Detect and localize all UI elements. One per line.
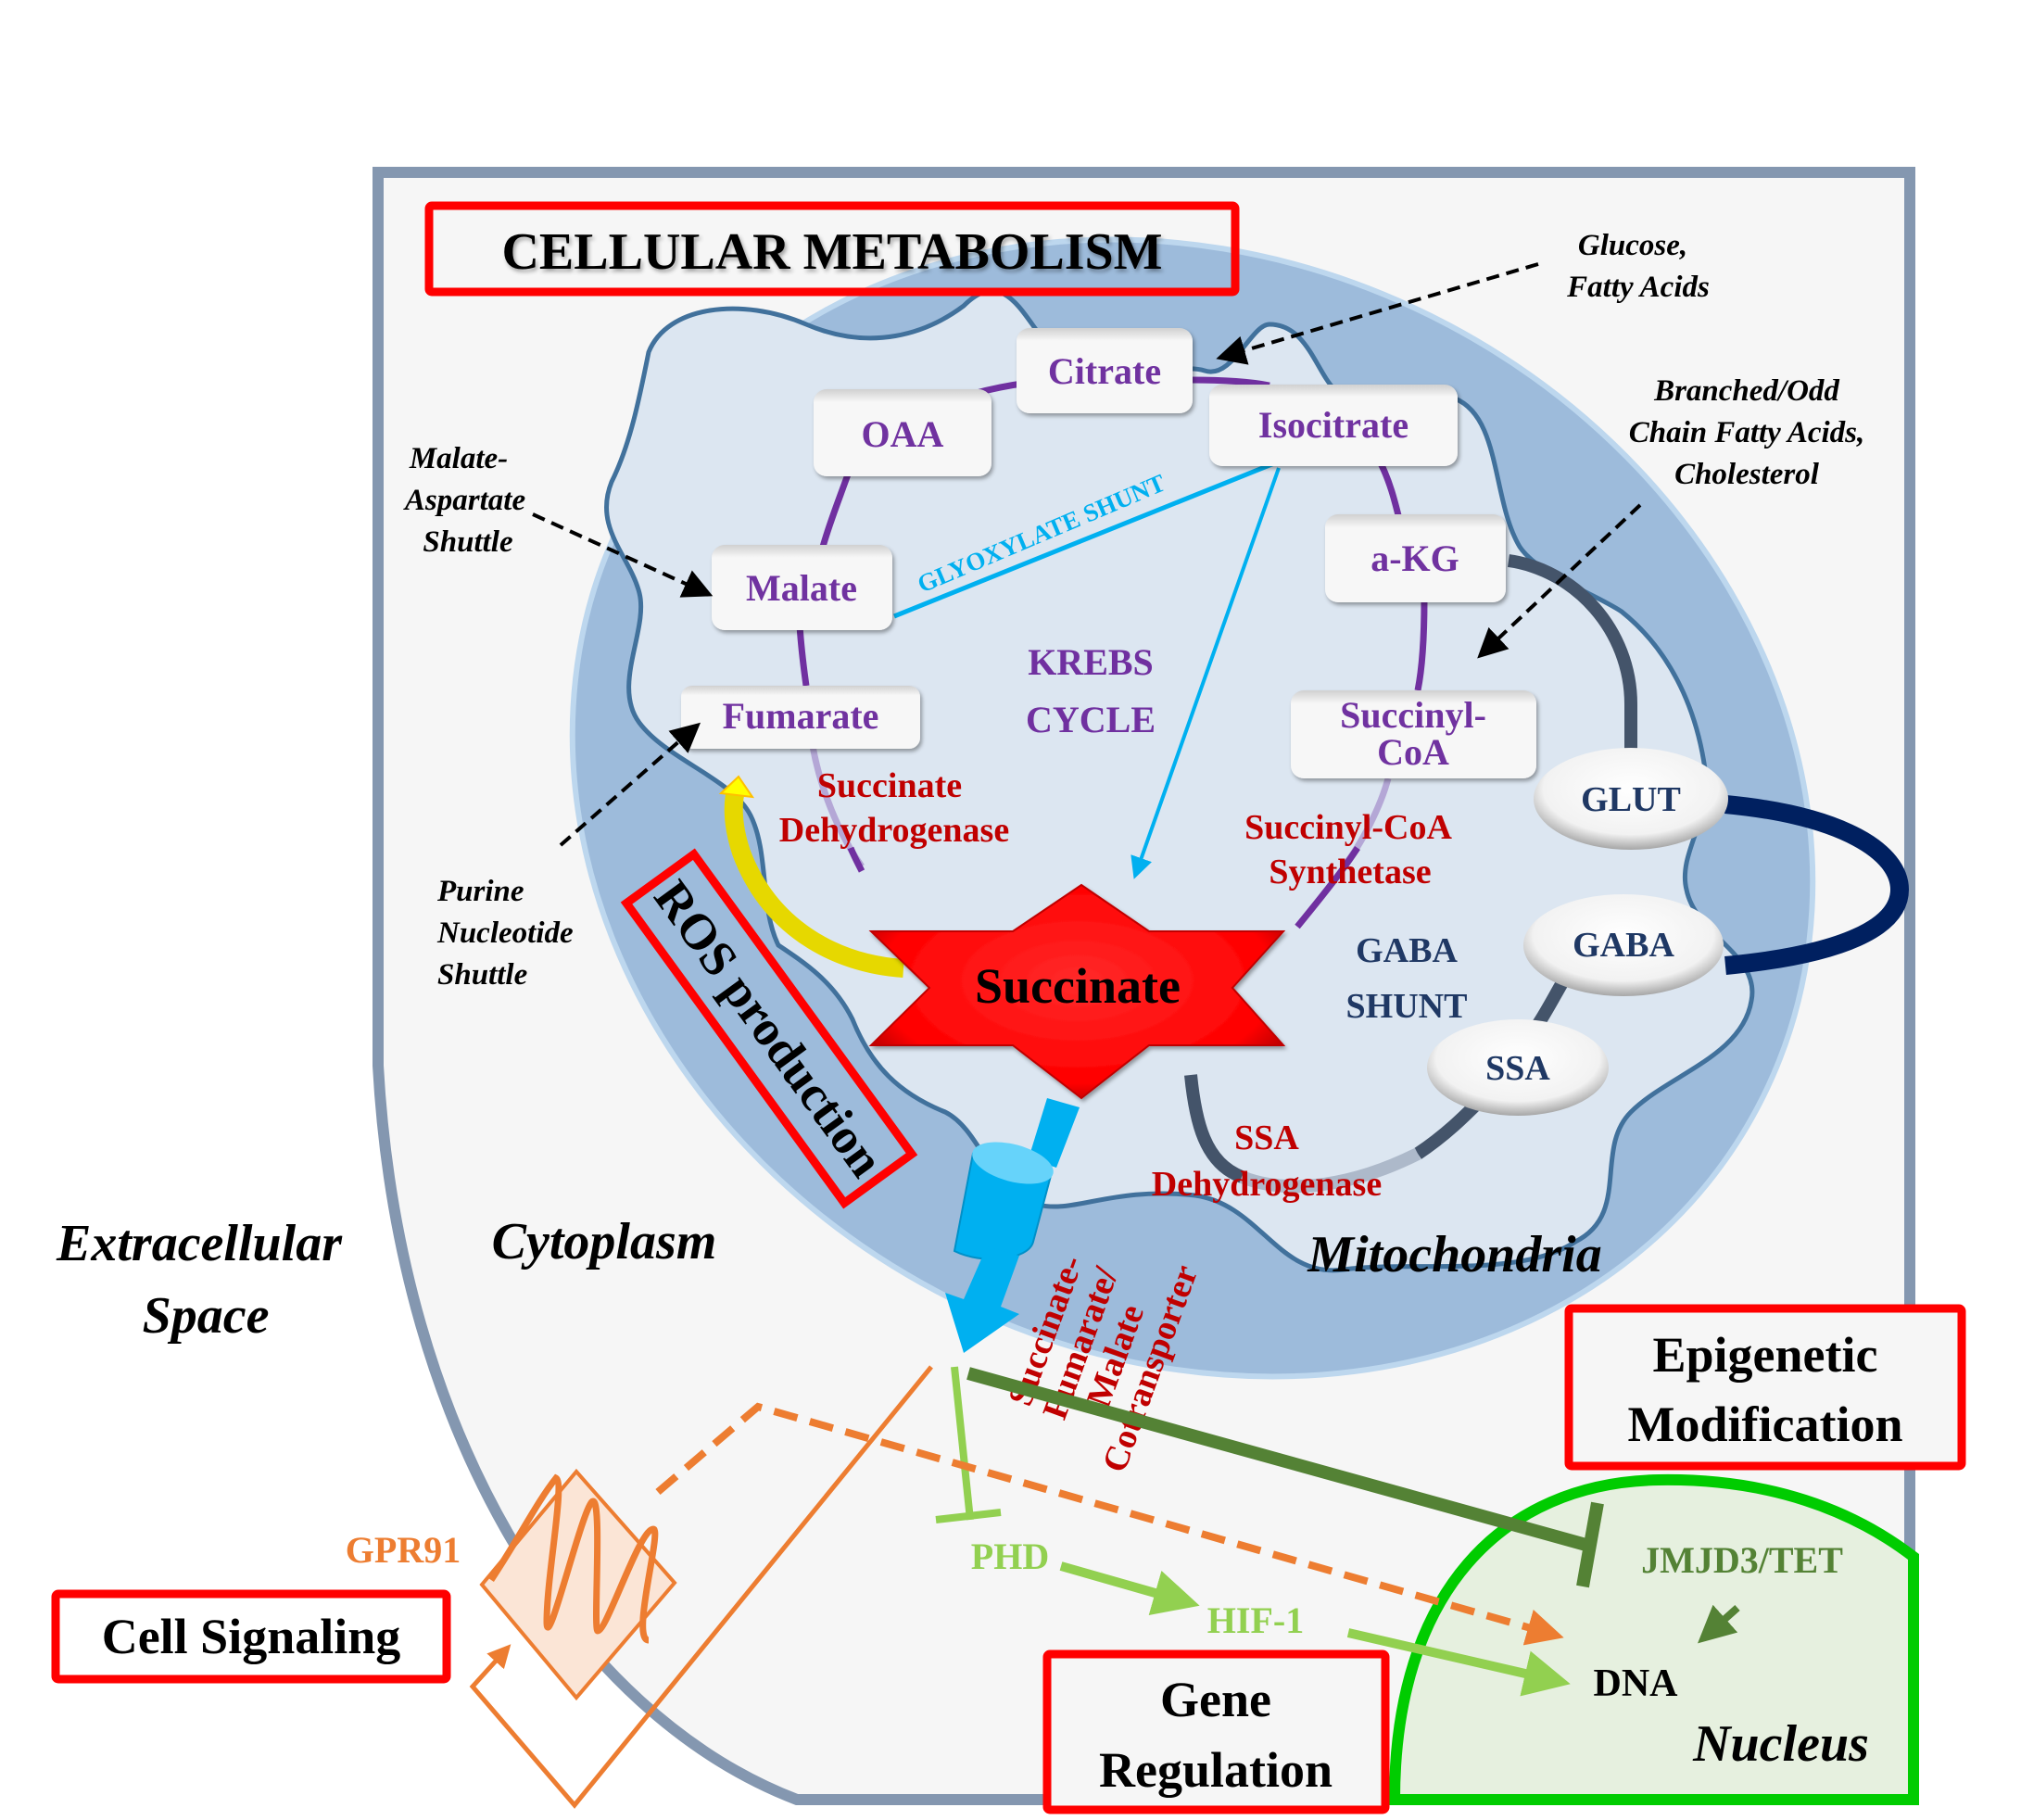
akg-label: a-KG [1370, 537, 1459, 579]
fumarate-label: Fumarate [723, 695, 879, 737]
malate-label: Malate [746, 567, 857, 609]
jmjd3-inhibit-bar [1576, 1501, 1604, 1588]
glyoxylate-shunt-line [893, 461, 1275, 619]
epigenetic-modification-box: Epigenetic Modification [1564, 1304, 1966, 1471]
sdh-label-1: Succinate [817, 766, 962, 805]
cytoplasm-label: Cytoplasm [492, 1213, 717, 1270]
phd-inhibit-bar [935, 1509, 1002, 1523]
krebs-cycle-label-2: CYCLE [1026, 699, 1156, 740]
hif1-to-dna-arrow [1346, 1628, 1571, 1697]
succinate-label: Succinate [975, 958, 1181, 1014]
glut-label: GLUT [1581, 780, 1681, 819]
node-ssa[interactable]: SSA [1427, 1019, 1609, 1116]
succinate-node[interactable]: Succinate [868, 883, 1286, 1100]
metabolite-oaa[interactable]: OAA [814, 389, 992, 476]
svg-text:Cell Signaling: Cell Signaling [102, 1609, 401, 1664]
gaba-label: GABA [1573, 926, 1674, 965]
scs-label-1: Succinyl-CoA [1244, 808, 1452, 847]
jmjd3-tet-label: JMJD3/TET [1641, 1539, 1843, 1581]
succinate-inhibits-phd [951, 1366, 974, 1521]
gaba-shunt-label-1: GABA [1356, 931, 1458, 970]
node-gaba[interactable]: GABA [1523, 894, 1724, 996]
glucose-note-1: Glucose, [1578, 229, 1687, 262]
krebs-cycle-label-1: KREBS [1028, 641, 1154, 683]
cell-signaling-box: Cell Signaling [51, 1589, 451, 1684]
metabolite-malate[interactable]: Malate [712, 545, 892, 630]
ssa-label: SSA [1485, 1049, 1550, 1088]
ssadh-label-1: SSA [1234, 1119, 1299, 1157]
purine-note-2: Nucleotide [436, 916, 574, 950]
succinate-cotransporter[interactable] [945, 1098, 1080, 1353]
svg-text:Gene: Gene [1160, 1672, 1271, 1727]
isocitrate-to-succinate-arrow [1130, 467, 1281, 879]
succinyl-coa-label-1: Succinyl- [1340, 694, 1486, 736]
krebs-cycle-arcs [796, 376, 1428, 929]
metabolite-isocitrate[interactable]: Isocitrate [1209, 385, 1458, 466]
jmjd3-to-dna-arrow [1698, 1604, 1740, 1644]
phd-label: PHD [971, 1536, 1049, 1577]
metabolite-citrate[interactable]: Citrate [1017, 328, 1193, 413]
svg-text:Regulation: Regulation [1099, 1742, 1333, 1798]
ros-arrow [724, 784, 904, 978]
gaba-shunt-label-2: SHUNT [1346, 987, 1468, 1026]
purine-note-1: Purine [436, 875, 524, 908]
succinate-inhibits-jmjd3 [966, 1367, 1591, 1552]
metabolite-akg[interactable]: a-KG [1325, 514, 1506, 602]
cellular-metabolism-title: CELLULAR METABOLISM [501, 223, 1162, 281]
isocitrate-label: Isocitrate [1258, 404, 1408, 446]
cellular-metabolism-box: CELLULAR METABOLISM [424, 201, 1240, 297]
malate-aspartate-note-1: Malate- [409, 442, 508, 475]
branched-note-3: Cholesterol [1674, 458, 1820, 491]
oaa-label: OAA [862, 413, 944, 455]
metabolite-succinyl-coa[interactable]: Succinyl- CoA [1291, 690, 1536, 778]
glucose-note-2: Fatty Acids [1566, 271, 1710, 304]
mitochondria-label: Mitochondria [1307, 1226, 1601, 1283]
purine-note-3: Shuttle [437, 958, 527, 992]
sdh-label-2: Dehydrogenase [779, 811, 1009, 850]
malate-aspartate-note-3: Shuttle [423, 525, 512, 559]
phd-to-hif1-arrow [1059, 1561, 1200, 1616]
svg-text:Modification: Modification [1628, 1397, 1903, 1452]
gpr91-to-dna-dashed [655, 1402, 1564, 1646]
malate-aspartate-note-2: Aspartate [403, 484, 525, 517]
metabolite-fumarate[interactable]: Fumarate [681, 686, 920, 749]
branched-note-1: Branched/Odd [1653, 374, 1839, 408]
dna-label: DNA [1594, 1662, 1679, 1705]
branched-note-2: Chain Fatty Acids, [1629, 416, 1865, 449]
node-glut[interactable]: GLUT [1534, 748, 1728, 850]
citrate-label: Citrate [1048, 350, 1161, 392]
svg-text:Epigenetic: Epigenetic [1653, 1327, 1878, 1383]
succinate-to-gpr91-loop [469, 1365, 933, 1809]
ssadh-label-2: Dehydrogenase [1152, 1165, 1382, 1204]
scs-label-2: Synthetase [1269, 853, 1431, 891]
extracellular-label-2: Space [143, 1287, 270, 1345]
succinyl-coa-label-2: CoA [1377, 731, 1449, 773]
nucleus [1388, 1473, 1919, 1805]
gene-regulation-box: Gene Regulation [1042, 1649, 1390, 1814]
ros-arrow-head [718, 775, 755, 799]
glut-gaba-connector [1724, 795, 1910, 975]
extracellular-label-1: Extracellular [56, 1215, 343, 1272]
input-arrows [532, 262, 1642, 847]
hif1-label: HIF-1 [1207, 1599, 1304, 1641]
gpr91-receptor[interactable] [479, 1468, 677, 1701]
nucleus-label: Nucleus [1692, 1715, 1869, 1773]
gpr91-label: GPR91 [346, 1529, 461, 1571]
